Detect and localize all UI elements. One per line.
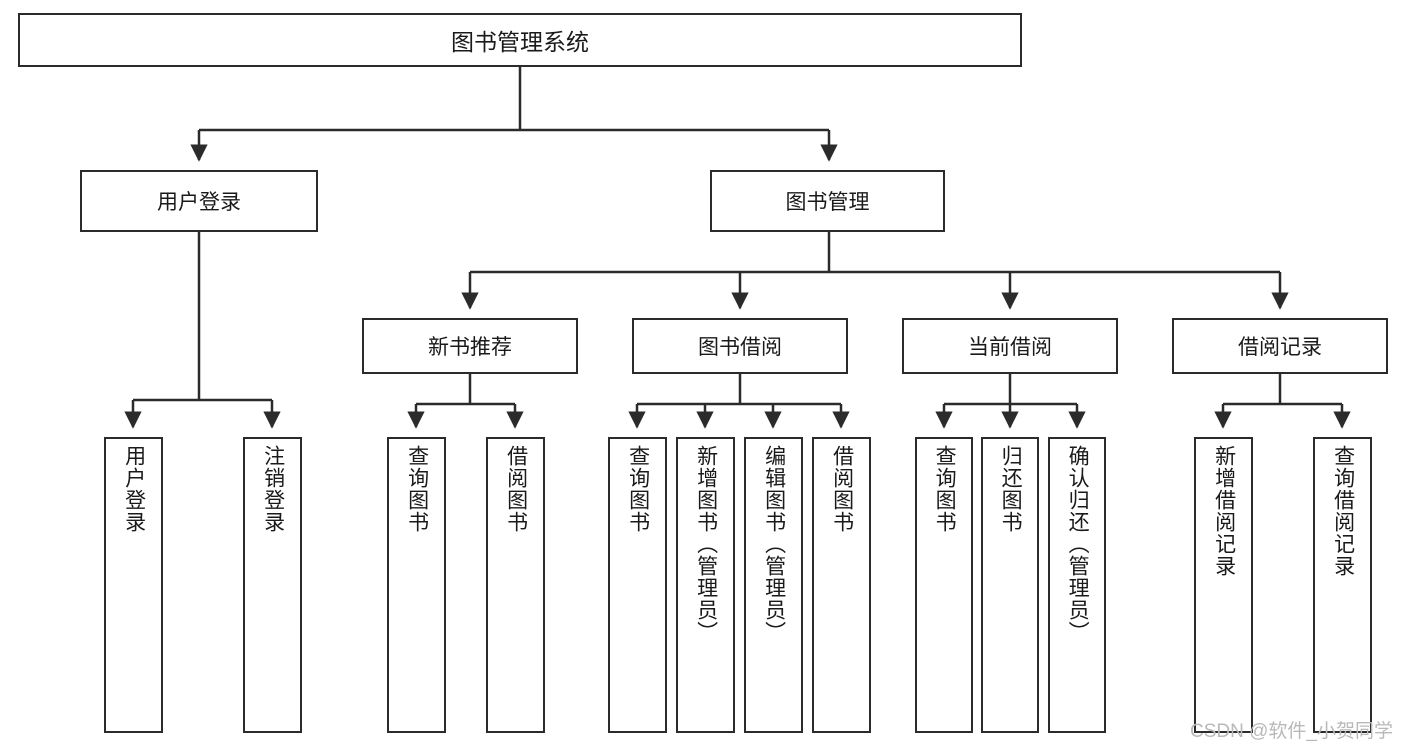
leaf-borrow-book-recommend-label: 借阅图书 bbox=[504, 445, 528, 533]
leaf-query-book-borrow[interactable]: 查询图书 bbox=[608, 437, 667, 733]
leaf-user-login-label: 用户登录 bbox=[122, 445, 146, 533]
leaf-confirm-return-admin-label: 确认归还（管理员） bbox=[1066, 445, 1090, 643]
node-root-label: 图书管理系统 bbox=[451, 29, 589, 55]
node-book-borrow-label: 图书借阅 bbox=[698, 336, 782, 359]
leaf-return-book[interactable]: 归还图书 bbox=[981, 437, 1039, 733]
leaf-add-book-admin[interactable]: 新增图书（管理员） bbox=[676, 437, 735, 733]
node-book-management[interactable]: 图书管理 bbox=[710, 170, 945, 232]
leaf-borrow-book-recommend[interactable]: 借阅图书 bbox=[486, 437, 545, 733]
leaf-edit-book-admin[interactable]: 编辑图书（管理员） bbox=[744, 437, 803, 733]
leaf-edit-book-admin-label: 编辑图书（管理员） bbox=[762, 445, 786, 643]
node-new-book-recommend-label: 新书推荐 bbox=[428, 336, 512, 359]
leaf-borrow-book-label: 借阅图书 bbox=[830, 445, 854, 533]
node-current-borrow-label: 当前借阅 bbox=[968, 336, 1052, 359]
node-user-login[interactable]: 用户登录 bbox=[80, 170, 318, 232]
csdn-watermark: CSDN @软件_小贺同学 bbox=[1190, 721, 1393, 742]
leaf-query-book-current[interactable]: 查询图书 bbox=[915, 437, 973, 733]
node-user-login-label: 用户登录 bbox=[157, 191, 241, 214]
leaf-add-borrow-record-label: 新增借阅记录 bbox=[1212, 445, 1236, 577]
leaf-logout-label: 注销登录 bbox=[261, 445, 285, 533]
leaf-query-borrow-record[interactable]: 查询借阅记录 bbox=[1313, 437, 1372, 733]
leaf-add-borrow-record[interactable]: 新增借阅记录 bbox=[1194, 437, 1253, 733]
node-borrow-record[interactable]: 借阅记录 bbox=[1172, 318, 1388, 374]
leaf-confirm-return-admin[interactable]: 确认归还（管理员） bbox=[1048, 437, 1106, 733]
node-new-book-recommend[interactable]: 新书推荐 bbox=[362, 318, 578, 374]
node-root[interactable]: 图书管理系统 bbox=[18, 13, 1022, 67]
leaf-query-book-borrow-label: 查询图书 bbox=[626, 445, 650, 533]
leaf-borrow-book[interactable]: 借阅图书 bbox=[812, 437, 871, 733]
node-book-borrow[interactable]: 图书借阅 bbox=[632, 318, 848, 374]
node-current-borrow[interactable]: 当前借阅 bbox=[902, 318, 1118, 374]
leaf-query-book-recommend[interactable]: 查询图书 bbox=[387, 437, 446, 733]
node-borrow-record-label: 借阅记录 bbox=[1238, 336, 1322, 359]
node-book-management-label: 图书管理 bbox=[785, 191, 870, 214]
leaf-add-book-admin-label: 新增图书（管理员） bbox=[694, 445, 718, 643]
leaf-return-book-label: 归还图书 bbox=[999, 445, 1023, 533]
leaf-query-borrow-record-label: 查询借阅记录 bbox=[1331, 445, 1355, 577]
leaf-query-book-current-label: 查询图书 bbox=[933, 445, 957, 533]
leaf-query-book-recommend-label: 查询图书 bbox=[405, 445, 429, 533]
leaf-user-login[interactable]: 用户登录 bbox=[104, 437, 163, 733]
leaf-logout[interactable]: 注销登录 bbox=[243, 437, 302, 733]
